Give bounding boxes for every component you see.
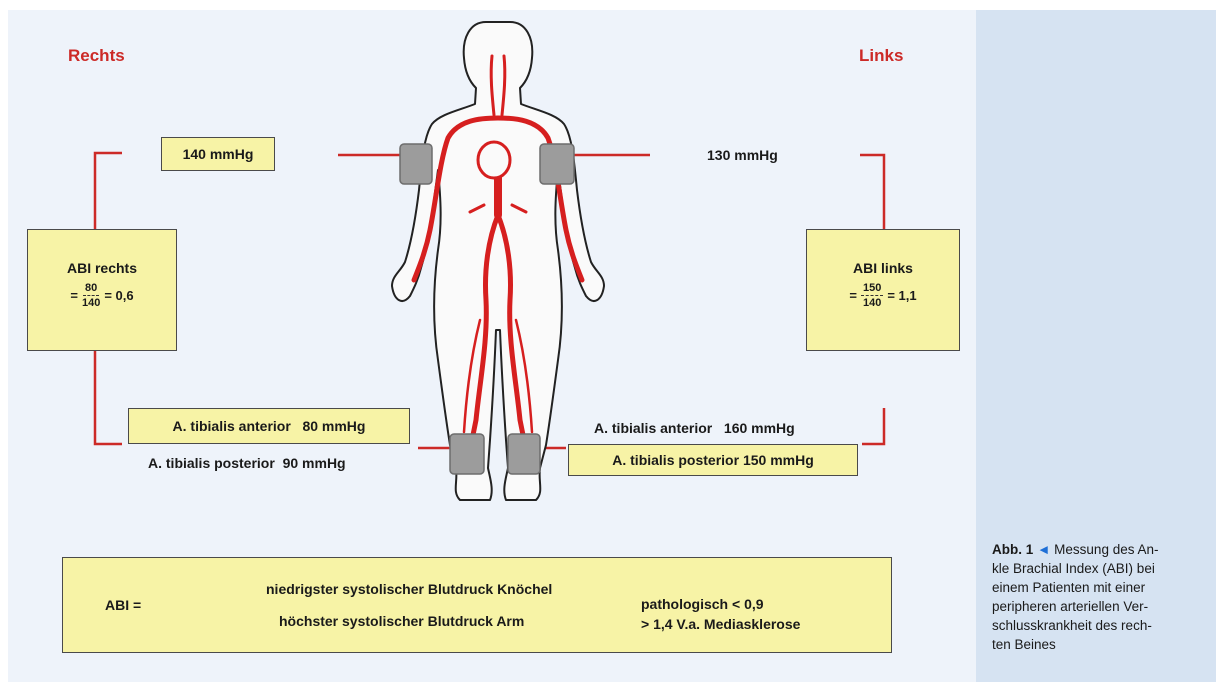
arm-pressure-left: 130 mmHg xyxy=(707,147,778,163)
formula-denominator: höchster systolischer Blutdruck Arm xyxy=(279,613,524,629)
abi-right-box: ABI rechts = 80 140 = 0,6 xyxy=(27,229,177,351)
cuff-ankle-right xyxy=(450,434,484,474)
formula-box: ABI = niedrigster systolischer Blutdruck… xyxy=(62,557,892,653)
connector-ankle-right xyxy=(95,351,122,444)
formula-lhs: ABI = xyxy=(105,597,141,613)
connector-ankle-left xyxy=(862,408,884,444)
heading-right-side: Rechts xyxy=(68,46,125,66)
arm-pressure-right-box: 140 mmHg xyxy=(161,137,275,171)
abi-left-formula: = 150 140 = 1,1 xyxy=(807,282,959,309)
cuff-arm-right xyxy=(400,144,432,184)
figure-caption: Abb. 1 ◄ Messung des An- kle Brachial In… xyxy=(992,540,1207,654)
caption-line-4: peripheren arteriellen Ver- xyxy=(992,599,1148,614)
body-figure xyxy=(392,22,604,500)
heart-icon xyxy=(478,142,510,178)
formula-result-line2: > 1,4 V.a. Mediasklerose xyxy=(641,616,800,632)
abi-left-numerator: 150 xyxy=(861,282,883,296)
cuff-arm-left xyxy=(540,144,574,184)
caption-label: Abb. 1 xyxy=(992,542,1033,557)
arm-pressure-right: 140 mmHg xyxy=(183,146,254,162)
cuff-ankle-left xyxy=(508,434,540,474)
abi-left-fraction: 150 140 xyxy=(861,282,883,309)
abi-right-prefix: = xyxy=(70,288,78,303)
tib-post-right: A. tibialis posterior 90 mmHg xyxy=(148,455,346,471)
heading-left-side: Links xyxy=(859,46,903,66)
abi-right-numerator: 80 xyxy=(83,282,99,296)
abi-right-result: = 0,6 xyxy=(104,288,133,303)
abi-left-box: ABI links = 150 140 = 1,1 xyxy=(806,229,960,351)
tib-post-left: A. tibialis posterior 150 mmHg xyxy=(612,452,814,468)
tib-post-left-box: A. tibialis posterior 150 mmHg xyxy=(568,444,858,476)
abi-left-denominator: 140 xyxy=(863,296,881,309)
caption-line-6: ten Beines xyxy=(992,637,1056,652)
abi-right-fraction: 80 140 xyxy=(82,282,100,309)
caption-line-2: kle Brachial Index (ABI) bei xyxy=(992,561,1155,576)
connector-arm-right xyxy=(95,153,122,229)
tib-ant-right: A. tibialis anterior 80 mmHg xyxy=(173,418,366,434)
abi-left-title: ABI links xyxy=(807,260,959,276)
tib-ant-right-box: A. tibialis anterior 80 mmHg xyxy=(128,408,410,444)
formula-result-line1: pathologisch < 0,9 xyxy=(641,596,764,612)
caption-line-3: einem Patienten mit einer xyxy=(992,580,1145,595)
connector-arm-left xyxy=(860,155,884,229)
abi-right-denominator: 140 xyxy=(82,296,100,309)
abi-right-formula: = 80 140 = 0,6 xyxy=(28,282,176,309)
abi-left-prefix: = xyxy=(849,288,857,303)
body-outline xyxy=(392,22,604,500)
caption-line-1: Messung des An- xyxy=(1054,542,1158,557)
formula-numerator: niedrigster systolischer Blutdruck Knöch… xyxy=(266,581,552,597)
caption-marker-icon: ◄ xyxy=(1037,542,1050,557)
tib-ant-left: A. tibialis anterior 160 mmHg xyxy=(594,420,795,436)
abi-right-title: ABI rechts xyxy=(28,260,176,276)
abi-left-result: = 1,1 xyxy=(887,288,916,303)
caption-line-5: schlusskrankheit des rech- xyxy=(992,618,1152,633)
